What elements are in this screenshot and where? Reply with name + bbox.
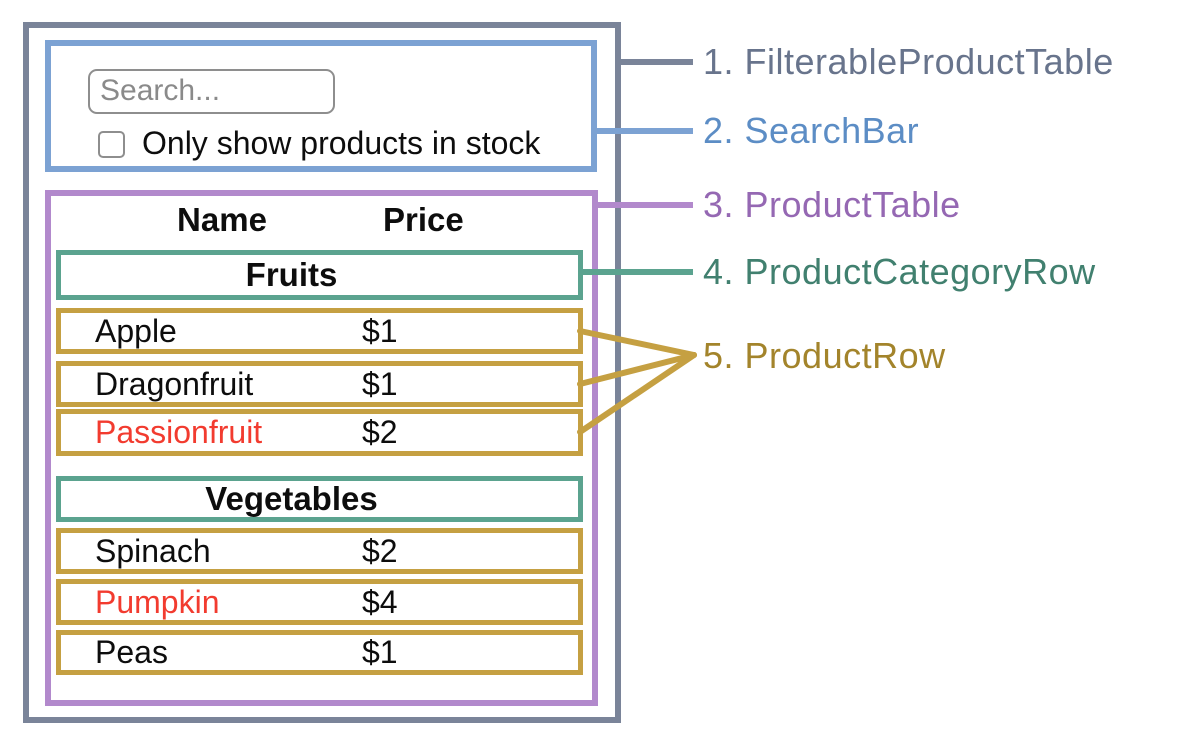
product-name-cell: Apple bbox=[95, 312, 177, 349]
product-name-cell: Peas bbox=[95, 634, 168, 670]
product-name-cell: Pumpkin bbox=[95, 583, 220, 620]
category-row-vegetables: Vegetables bbox=[56, 476, 583, 522]
column-header-name: Name bbox=[177, 201, 267, 238]
search-input[interactable] bbox=[88, 69, 335, 114]
product-row: Spinach $2 bbox=[56, 528, 583, 574]
product-price-cell: $1 bbox=[362, 634, 398, 670]
category-label: Fruits bbox=[245, 256, 338, 293]
legend-product-category-row: 4. ProductCategoryRow bbox=[703, 251, 1096, 292]
category-label: Vegetables bbox=[205, 480, 378, 517]
product-name-cell: Spinach bbox=[95, 532, 211, 569]
product-row: Apple $1 bbox=[56, 308, 583, 354]
product-price-cell: $1 bbox=[362, 365, 398, 402]
product-row: Passionfruit $2 bbox=[56, 409, 583, 456]
product-price-cell: $2 bbox=[362, 414, 398, 450]
product-price-cell: $1 bbox=[362, 312, 398, 349]
legend-product-table: 3. ProductTable bbox=[703, 184, 961, 225]
column-header-price: Price bbox=[383, 201, 464, 238]
product-price-cell: $4 bbox=[362, 583, 398, 620]
product-name-cell: Dragonfruit bbox=[95, 365, 254, 402]
product-row: Peas $1 bbox=[56, 630, 583, 675]
legend-search-bar: 2. SearchBar bbox=[703, 110, 920, 151]
category-row-fruits: Fruits bbox=[56, 250, 583, 300]
legend-filterable-product-table: 1. FilterableProductTable bbox=[703, 41, 1114, 82]
product-row: Dragonfruit $1 bbox=[56, 361, 583, 407]
product-name-cell: Passionfruit bbox=[95, 414, 263, 450]
in-stock-checkbox[interactable] bbox=[98, 131, 125, 158]
product-row: Pumpkin $4 bbox=[56, 579, 583, 625]
product-price-cell: $2 bbox=[362, 532, 398, 569]
legend-product-row: 5. ProductRow bbox=[703, 335, 946, 376]
in-stock-checkbox-label: Only show products in stock bbox=[142, 125, 541, 161]
